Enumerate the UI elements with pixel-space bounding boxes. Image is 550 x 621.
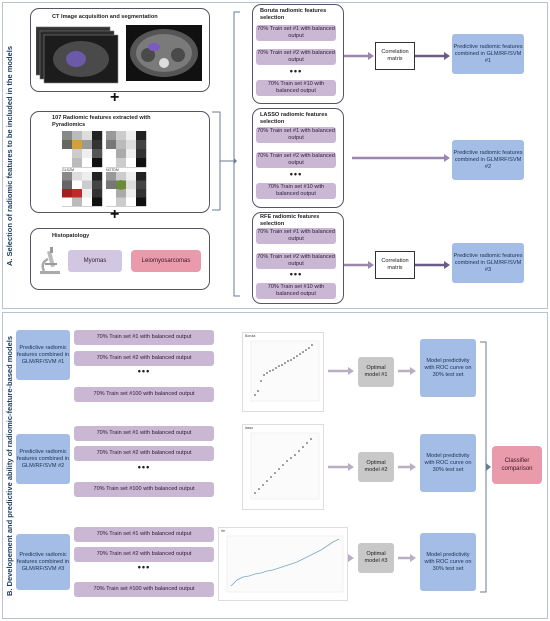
row1-train-1: 70% Train set #1 with balanced output <box>74 330 214 345</box>
rfe-train-1: 70% Train set #1 with balanced output <box>256 228 336 244</box>
plus-sign-2: + <box>110 206 120 223</box>
lasso-chart: lasso <box>242 424 324 510</box>
classifier-comparison-box: Classifier comparison <box>492 446 542 484</box>
microscope-icon <box>40 247 60 274</box>
boruta-chart-plot <box>250 340 320 402</box>
predictive-features-2: Predictive radiomic features combined in… <box>452 140 524 180</box>
lasso-train-1: 70% Train set #1 with balanced output <box>256 127 336 143</box>
roc-box-1: Model predictivity with ROC curve on 30%… <box>420 339 476 397</box>
lasso-chart-title: lasso <box>245 426 254 430</box>
boruta-train-1: 70% Train set #1 with balanced output <box>256 25 336 41</box>
row2-train-1: 70% Train set #1 with balanced output <box>74 426 214 441</box>
rfe-train-10: 70% Train set #10 with balanced output <box>256 283 336 299</box>
row1-train-100: 70% Train set #100 with balanced output <box>74 387 214 402</box>
optimal-model-3: Optimal model #3 <box>358 543 394 573</box>
row1-ellipsis: ••• <box>137 366 151 376</box>
lasso-ellipsis: ••• <box>289 169 303 179</box>
rfe-chart: rfe <box>218 527 348 601</box>
rfe-chart-plot <box>226 535 344 593</box>
roc-box-3: Model predictivity with ROC curve on 30%… <box>420 533 476 591</box>
predictive-features-3: Predictive radiomic features combined in… <box>452 243 524 283</box>
boruta-title: Boruta radiomic features selection <box>260 8 327 21</box>
lasso-train-2: 70% Train set #2 with balanced output <box>256 152 336 168</box>
model-input-3: Predictive radiomic features combined in… <box>16 534 70 590</box>
optimal-model-2: Optimal model #2 <box>358 452 394 482</box>
matrix-grid-4 <box>106 172 147 207</box>
lasso-train-10: 70% Train set #10 with balanced output <box>256 183 336 199</box>
ct-title: CT Image acquisition and segmentation <box>52 14 158 20</box>
correlation-matrix-1: Correlation matrix <box>375 42 415 70</box>
leiomyosarcomas-box: Leiomyosarcomas <box>131 250 201 272</box>
rfe-train-2: 70% Train set #2 with balanced output <box>256 253 336 269</box>
model-input-1: Predictive radiomic features combined in… <box>16 330 70 380</box>
section-a-connector <box>212 11 240 297</box>
predictive-features-1: Predictive radiomic features combined in… <box>452 34 524 74</box>
ct-scan-images <box>36 25 202 84</box>
plus-sign-1: + <box>110 89 120 106</box>
matrix-grid-2 <box>106 131 147 168</box>
myomas-box: Myomas <box>68 250 122 272</box>
boruta-ellipsis: ••• <box>289 66 303 76</box>
rfe-title: RFE radiomic features selection <box>260 214 320 227</box>
row2-ellipsis: ••• <box>137 462 151 472</box>
row1-train-2: 70% Train set #2 with balanced output <box>74 351 214 366</box>
rfe-chart-title: rfe <box>221 529 226 533</box>
boruta-train-10: 70% Train set #10 with balanced output <box>256 80 336 96</box>
feature-matrices: GLSZM NGTDM <box>62 131 147 208</box>
row3-ellipsis: ••• <box>137 562 151 572</box>
section-b-arrows <box>328 341 491 593</box>
matrix-label-ngtdm: NGTDM <box>106 168 119 172</box>
row3-train-1: 70% Train set #1 with balanced output <box>74 527 214 542</box>
row2-train-2: 70% Train set #2 with balanced output <box>74 446 214 461</box>
section-a-arrows <box>344 52 450 269</box>
rfe-ellipsis: ••• <box>289 269 303 279</box>
matrix-grid-1 <box>62 131 103 168</box>
row2-train-100: 70% Train set #100 with balanced output <box>74 482 214 497</box>
optimal-model-1: Optimal model #1 <box>358 357 394 387</box>
boruta-train-2: 70% Train set #2 with balanced output <box>256 49 336 65</box>
lasso-chart-plot <box>250 432 320 500</box>
boruta-chart: Boruta <box>242 332 324 412</box>
lasso-title: LASSO radiomic features selection <box>260 112 328 125</box>
matrix-label-glszm: GLSZM <box>62 168 75 172</box>
row3-train-2: 70% Train set #2 with balanced output <box>74 547 214 562</box>
histopathology-title: Histopatology <box>52 233 90 239</box>
pyradiomics-title: 107 Radiomic features extracted with Pyr… <box>52 115 151 128</box>
model-input-2: Predictive radiomic features combined in… <box>16 434 70 484</box>
section-a-label: A. Selection of radiomic features to be … <box>5 45 14 267</box>
correlation-matrix-3: Correlation matrix <box>375 251 415 279</box>
matrix-grid-3 <box>62 172 103 207</box>
boruta-chart-title: Boruta <box>245 334 256 338</box>
roc-box-2: Model predictivity with ROC curve on 30%… <box>420 434 476 492</box>
row3-train-100: 70% Train set #100 with balanced output <box>74 582 214 597</box>
